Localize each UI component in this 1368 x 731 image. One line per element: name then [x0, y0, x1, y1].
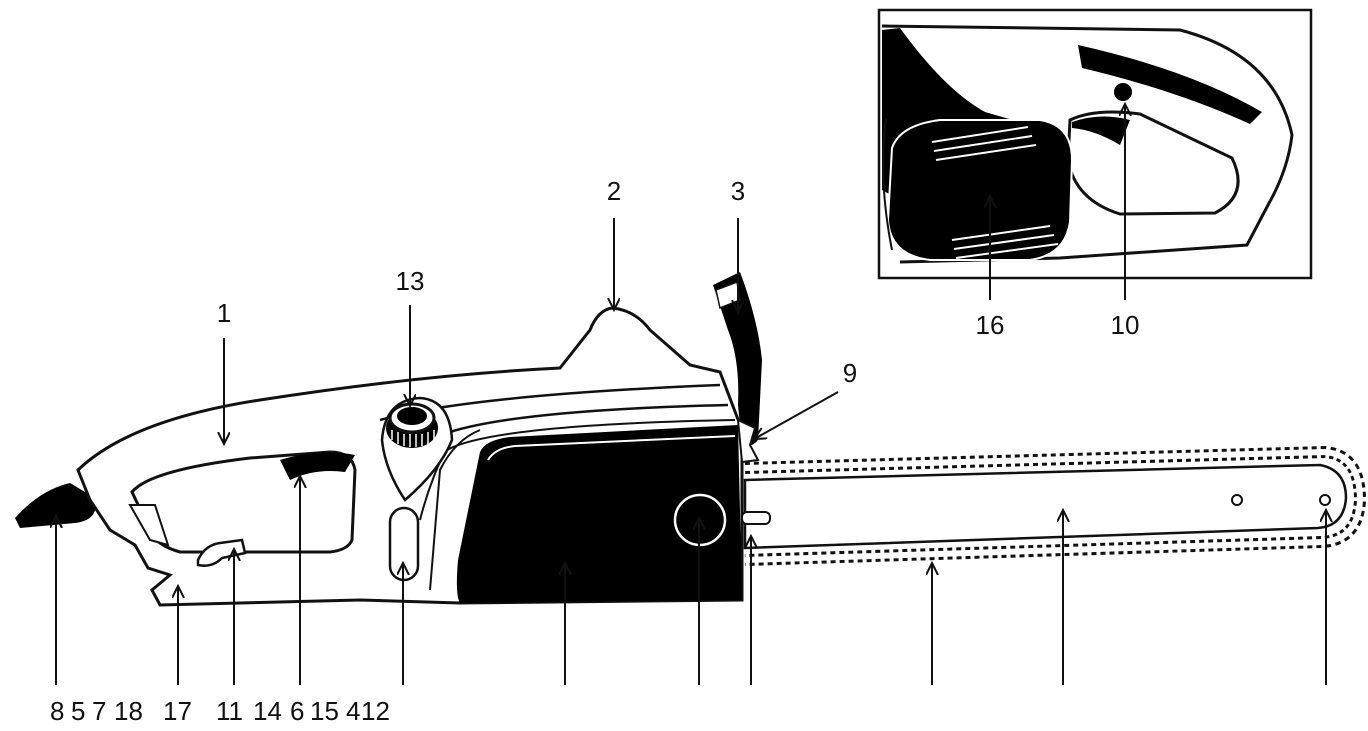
bottom-callouts: 8 5 7 18 17 11 14 6 15 4 12: [50, 478, 1326, 726]
front-hand-guard: [713, 272, 762, 446]
arrow-9: [756, 391, 839, 438]
callout-5: 5: [71, 696, 85, 726]
callout-16: 16: [976, 310, 1005, 340]
callout-3: 3: [731, 176, 745, 206]
callout-7: 7: [92, 696, 106, 726]
callout-15: 15: [310, 696, 339, 726]
oil-cap: [386, 402, 438, 448]
callout-8: 8: [50, 696, 64, 726]
lock-button: [1114, 83, 1132, 101]
top-callouts: 1 13 2 3 9: [217, 176, 857, 442]
callout-2: 2: [607, 176, 621, 206]
rear-cap: [15, 483, 96, 528]
cover-part: [886, 119, 1074, 261]
chainsaw-body: [15, 272, 771, 607]
callout-14: 14: [253, 696, 282, 726]
callout-17: 17: [163, 696, 192, 726]
callout-6: 6: [290, 696, 304, 726]
callout-4: 4: [346, 696, 360, 726]
callout-10: 10: [1111, 310, 1140, 340]
callout-18: 18: [114, 696, 143, 726]
switch-trigger: [196, 538, 247, 567]
guide-bar: [743, 445, 1367, 566]
inset-detail-view: 16 10: [877, 8, 1313, 340]
callout-12: 12: [361, 696, 390, 726]
callout-11: 11: [216, 696, 243, 726]
chain-sprocket-cover: [456, 425, 742, 603]
bottom-callout-row: 8 5 7 18 17 11 14 6 15 4 12: [50, 696, 390, 726]
callout-1: 1: [217, 298, 231, 328]
callout-9: 9: [843, 358, 857, 388]
callout-13: 13: [396, 266, 425, 296]
